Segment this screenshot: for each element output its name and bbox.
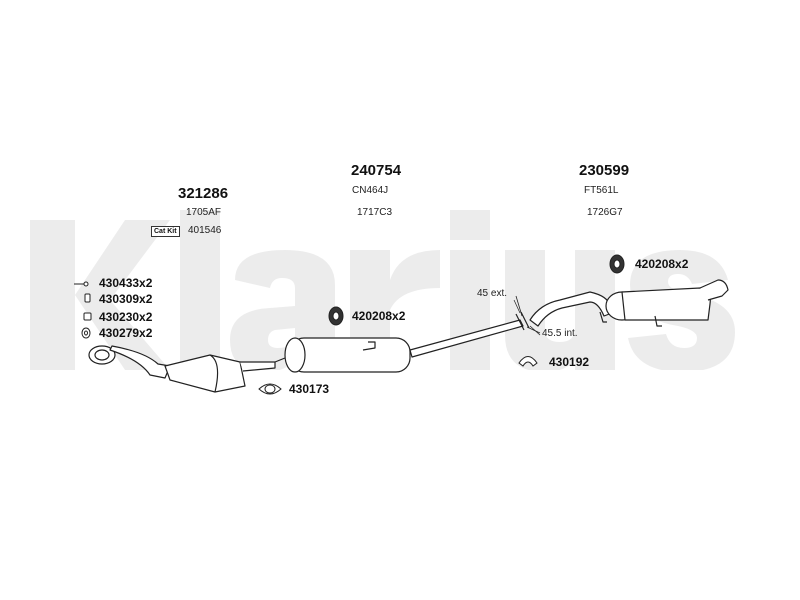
int-leader — [526, 326, 541, 334]
bolt-icon — [74, 281, 89, 287]
center-part-number: 240754 — [351, 162, 402, 179]
front-flange — [88, 345, 116, 365]
clamp-label: 430192 — [549, 355, 590, 369]
pipe-cut-marks — [515, 295, 541, 336]
rear-reference-1: FT561L — [584, 185, 619, 196]
intermediate-pipe — [409, 319, 524, 358]
front-downpipe — [109, 345, 171, 379]
rear-reference-2: 1726G7 — [587, 207, 623, 218]
cat-reference: 1705AF — [186, 207, 222, 218]
center-reference-1: CN464J — [352, 185, 389, 196]
nut-icon — [83, 312, 92, 321]
ext-leader — [513, 299, 521, 314]
gasket-label: 430173 — [289, 382, 330, 396]
center-silencer — [274, 337, 411, 373]
rubber-mount-icon — [328, 306, 344, 326]
rubber-mount-icon — [609, 254, 625, 274]
cat-kit-badge: Cat Kit — [151, 226, 180, 237]
accessory-label: 430433x2 — [99, 276, 153, 290]
int-length-note: 45.5 int. — [542, 328, 578, 339]
rear-mount-label: 420208x2 — [635, 257, 689, 271]
klarius-watermark — [30, 210, 735, 370]
accessory-label: 430279x2 — [99, 326, 153, 340]
center-reference-2: 1717C3 — [357, 207, 393, 218]
clamp-icon — [518, 356, 538, 367]
accessory-label: 430309x2 — [99, 292, 153, 306]
gasket-icon — [258, 383, 282, 395]
accessory-label: 430230x2 — [99, 310, 153, 324]
ext-length-note: 45 ext. — [477, 288, 508, 299]
catalytic-converter — [164, 354, 276, 393]
washer-icon — [81, 327, 91, 339]
center-mount-label: 420208x2 — [352, 309, 406, 323]
cat-part-number: 321286 — [178, 185, 229, 202]
rear-part-number: 230599 — [579, 162, 630, 179]
cat-kit-number: 401546 — [188, 225, 222, 236]
rear-silencer — [529, 279, 729, 327]
spring-icon — [84, 293, 91, 303]
